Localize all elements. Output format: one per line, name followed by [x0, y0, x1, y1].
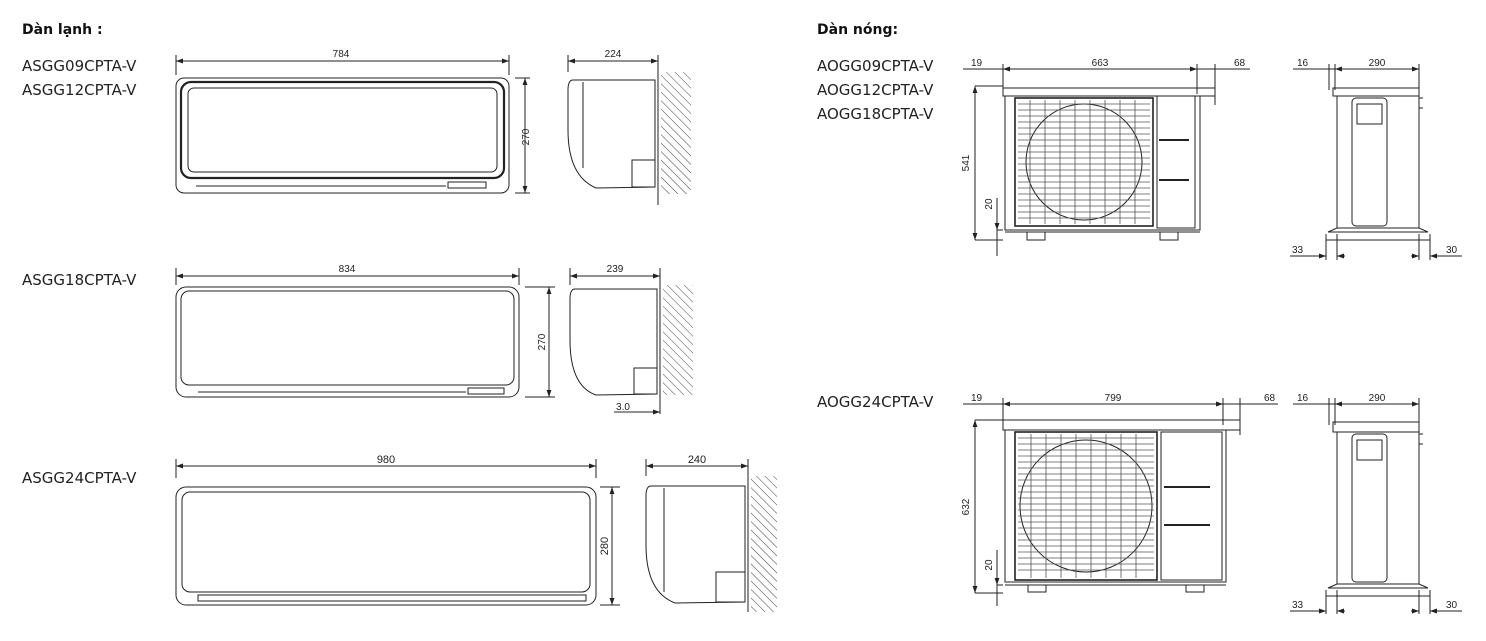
dim-height: 270: [521, 128, 532, 145]
dim-depth: 239: [607, 264, 624, 275]
model-label: ASGG18CPTA-V: [22, 271, 137, 289]
dim-height: 632: [961, 498, 972, 515]
model-label: ASGG12CPTA-V: [22, 81, 137, 99]
outdoor-unit-2-front-grille: [1018, 434, 1154, 578]
dim-foot-right: 30: [1446, 245, 1458, 256]
model-label: ASGG24CPTA-V: [22, 469, 137, 487]
outdoor-model-list-2: AOGG24CPTA-V: [817, 390, 933, 414]
dim-depth: 240: [688, 454, 706, 466]
dim-clearance: 3.0: [616, 402, 630, 413]
outdoor-unit-1-front: [963, 64, 1250, 256]
model-label: AOGG12CPTA-V: [817, 81, 934, 99]
indoor-unit-3-front: [175, 459, 620, 606]
indoor-unit-1-front: [175, 55, 530, 194]
dim-width: 834: [339, 264, 356, 275]
wall-hatch-2: [663, 285, 693, 395]
outdoor-model-list-1: AOGG09CPTA-V AOGG12CPTA-V AOGG18CPTA-V: [817, 54, 933, 126]
dim-depth: 290: [1369, 58, 1386, 69]
indoor-unit-2-front: [175, 268, 555, 398]
dim-left-offset: 19: [971, 58, 983, 69]
dim-foot-height: 20: [984, 198, 995, 210]
dim-foot-height: 20: [984, 559, 995, 571]
dim-width: 784: [333, 49, 350, 60]
dim-right-offset: 68: [1264, 393, 1276, 404]
model-label: AOGG24CPTA-V: [817, 393, 934, 411]
dim-foot-right: 30: [1446, 600, 1458, 611]
model-label: AOGG18CPTA-V: [817, 105, 934, 123]
dim-depth: 224: [605, 49, 622, 60]
dim-height: 280: [599, 537, 611, 555]
dim-foot-left: 33: [1292, 245, 1304, 256]
dim-foot-left: 33: [1292, 600, 1304, 611]
dim-width: 663: [1092, 58, 1109, 69]
dim-width: 980: [377, 454, 395, 466]
dim-depth: 290: [1369, 393, 1386, 404]
dim-width: 799: [1105, 393, 1122, 404]
indoor-unit-1-side: [567, 55, 659, 205]
indoor-unit-3-side: [645, 459, 749, 612]
indoor-model-list-2: ASGG18CPTA-V: [22, 268, 136, 292]
outdoor-unit-1-side: [1290, 64, 1462, 260]
outdoor-unit-2-front: [963, 398, 1278, 606]
outdoor-unit-1-front-grille: [1018, 100, 1150, 224]
dim-side-offset: 16: [1297, 393, 1309, 404]
indoor-model-list-3: ASGG24CPTA-V: [22, 466, 136, 490]
outdoor-heading: Dàn nóng:: [817, 22, 899, 38]
outdoor-unit-2-side: [1290, 398, 1462, 614]
dim-side-offset: 16: [1297, 58, 1309, 69]
dim-height: 541: [961, 154, 972, 171]
dim-left-offset: 19: [971, 393, 983, 404]
indoor-heading: Dàn lạnh :: [22, 22, 103, 38]
dim-height: 270: [537, 333, 548, 350]
dim-right-offset: 68: [1234, 58, 1246, 69]
indoor-model-list-1: ASGG09CPTA-V ASGG12CPTA-V: [22, 54, 136, 102]
wall-hatch-3: [751, 476, 777, 612]
model-label: AOGG09CPTA-V: [817, 57, 934, 75]
indoor-unit-2-side: [569, 268, 661, 415]
wall-hatch-1: [661, 72, 691, 194]
model-label: ASGG09CPTA-V: [22, 57, 137, 75]
